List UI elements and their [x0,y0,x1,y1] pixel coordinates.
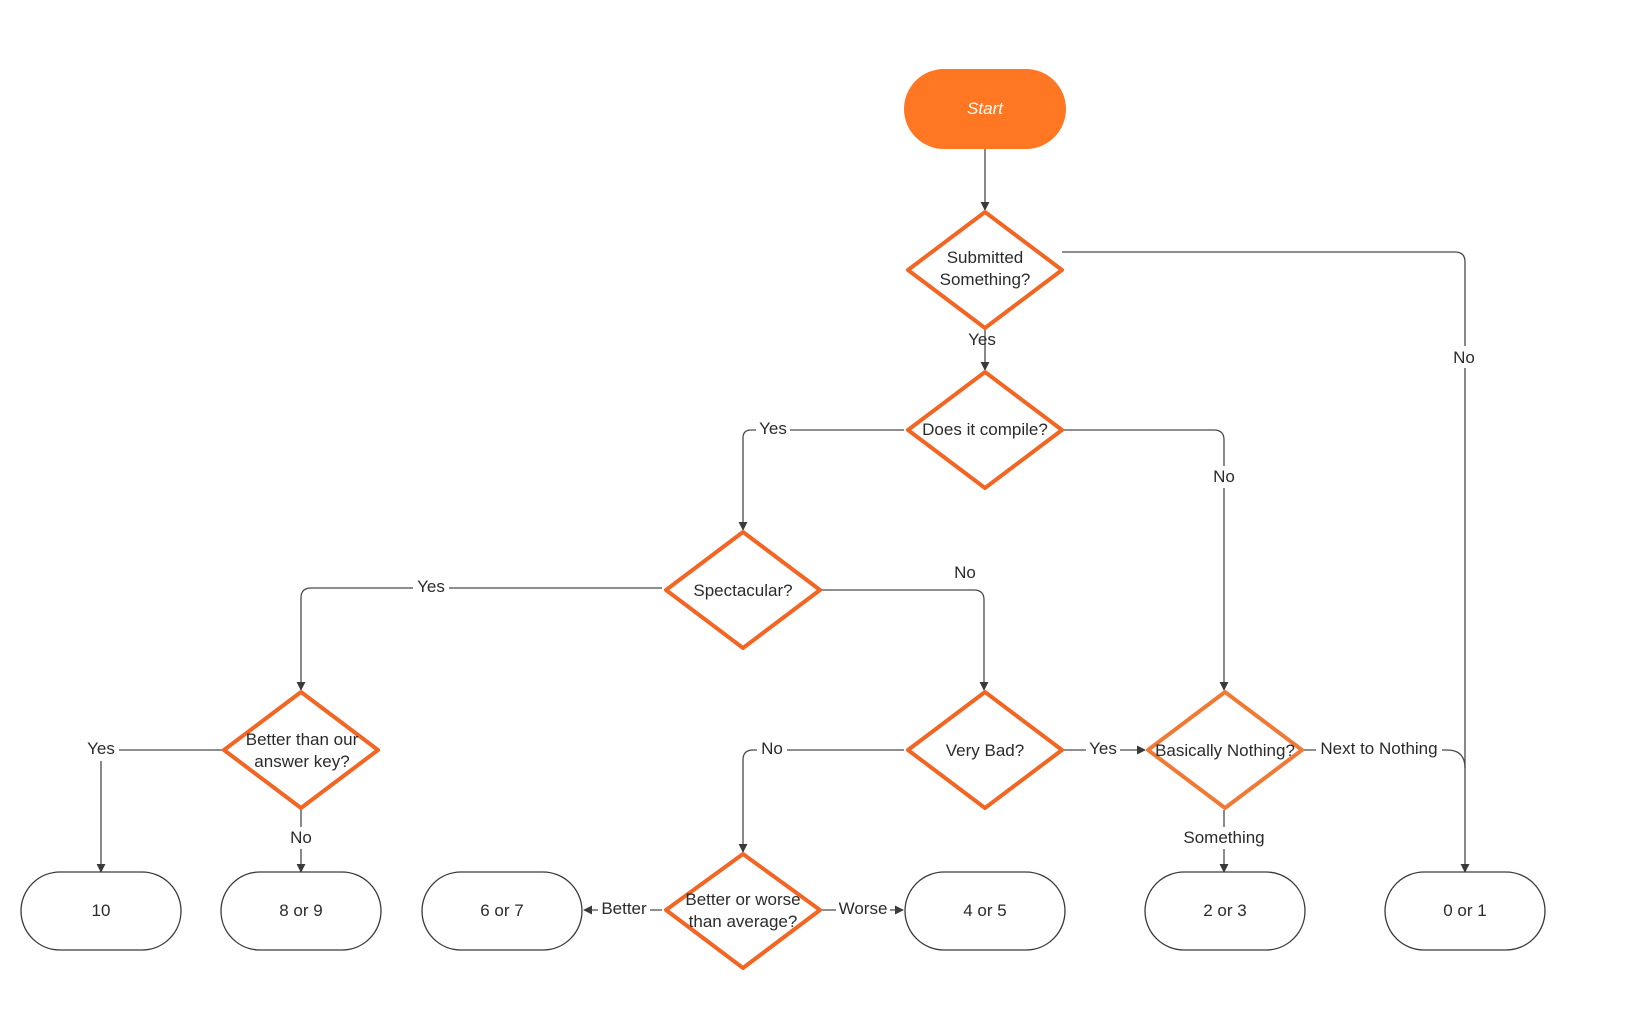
decision-submitted-something[interactable]: Submitted Something? [906,210,1064,330]
result-0-or-1[interactable]: 0 or 1 [1384,871,1546,951]
edge-label-very-bad-no: No [761,739,783,758]
edge-label-worse: Worse [839,899,888,918]
edge-spectacular-yes [296,587,662,691]
result-0-or-1-label: 0 or 1 [1443,901,1486,920]
edge-labels: Yes No Yes No Yes No Yes No No Yes Somet… [83,330,1480,921]
start-node[interactable]: Start [904,69,1066,149]
decision-better-than-answer-key-line1: Better than our [246,730,359,749]
result-4-or-5[interactable]: 4 or 5 [904,871,1066,951]
edge-label-better-key-no: No [290,828,312,847]
edge-label-something: Something [1183,828,1264,847]
start-node-label: Start [967,99,1004,118]
decision-does-it-compile-label: Does it compile? [922,420,1048,439]
edge-label-better: Better [601,899,647,918]
decision-spectacular-label: Spectacular? [693,581,792,600]
edge-label-better-key-yes: Yes [87,739,115,758]
decision-does-it-compile[interactable]: Does it compile? [906,370,1064,490]
result-4-or-5-label: 4 or 5 [963,901,1006,920]
edge-submitted-no [1062,251,1470,873]
decision-very-bad[interactable]: Very Bad? [906,690,1064,810]
edge-label-submitted-no: No [1453,348,1475,367]
decision-basically-nothing-label: Basically Nothing? [1155,741,1295,760]
result-10[interactable]: 10 [20,871,182,951]
edge-label-spectacular-yes: Yes [417,577,445,596]
decision-spectacular[interactable]: Spectacular? [664,530,822,650]
edge-next-to-nothing [1302,749,1466,769]
edge-compile-no [1062,429,1229,691]
result-10-label: 10 [92,901,111,920]
result-8-or-9-label: 8 or 9 [279,901,322,920]
decision-better-or-worse-line1: Better or worse [685,890,800,909]
edge-label-very-bad-yes: Yes [1089,739,1117,758]
edge-label-compile-no: No [1213,467,1235,486]
edge-better-key-yes [96,749,223,873]
edge-compile-yes [738,429,904,531]
decision-very-bad-label: Very Bad? [946,741,1024,760]
result-6-or-7[interactable]: 6 or 7 [421,871,583,951]
result-8-or-9[interactable]: 8 or 9 [220,871,382,951]
result-2-or-3[interactable]: 2 or 3 [1144,871,1306,951]
decision-submitted-something-line1: Submitted [947,248,1024,267]
edge-label-submitted-yes: Yes [968,330,996,349]
edge-label-compile-yes: Yes [759,419,787,438]
decision-basically-nothing[interactable]: Basically Nothing? [1146,690,1304,810]
edge-spectacular-no [821,589,989,691]
decision-better-or-worse[interactable]: Better or worse than average? [664,852,822,970]
decision-better-than-answer-key[interactable]: Better than our answer key? [222,690,380,810]
decision-submitted-something-line2: Something? [940,270,1031,289]
edge-label-spectacular-no: No [954,563,976,582]
result-2-or-3-label: 2 or 3 [1203,901,1246,920]
decision-better-than-answer-key-line2: answer key? [254,752,349,771]
result-6-or-7-label: 6 or 7 [480,901,523,920]
edge-label-next-to-nothing: Next to Nothing [1320,739,1437,758]
decision-better-or-worse-line2: than average? [689,912,798,931]
edge-very-bad-no [738,749,904,853]
